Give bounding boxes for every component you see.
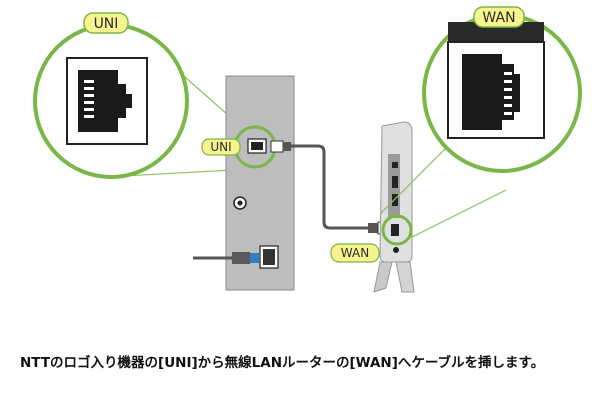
router-wan-port [391, 224, 399, 236]
uni-small-tag-label: UNI [210, 140, 231, 154]
wan-small-tag: WAN [330, 243, 380, 263]
ethernet-port-icon [78, 70, 132, 132]
ethernet-port-icon-wan [462, 54, 520, 130]
connection-diagram: UNI WAN UNI WAN [33, 6, 582, 293]
uni-zoom-tag-label: UNI [94, 16, 119, 32]
uni-zoom-tag: UNI [83, 12, 129, 34]
wan-small-tag-label: WAN [341, 246, 369, 260]
wan-zoom-tag: WAN [473, 6, 525, 28]
uni-zoom-callout [33, 23, 189, 179]
wan-zoom-callout [422, 13, 582, 173]
instruction-caption: NTTのロゴ入り機器の[UNI]から無線LANルーターの[WAN]へケーブルを挿… [20, 355, 545, 371]
fiber-cable [193, 252, 259, 264]
uni-small-tag: UNI [201, 138, 241, 156]
wireless-router [373, 121, 415, 293]
wan-zoom-tag-label: WAN [482, 10, 515, 26]
wan-port-highlight [381, 214, 413, 246]
